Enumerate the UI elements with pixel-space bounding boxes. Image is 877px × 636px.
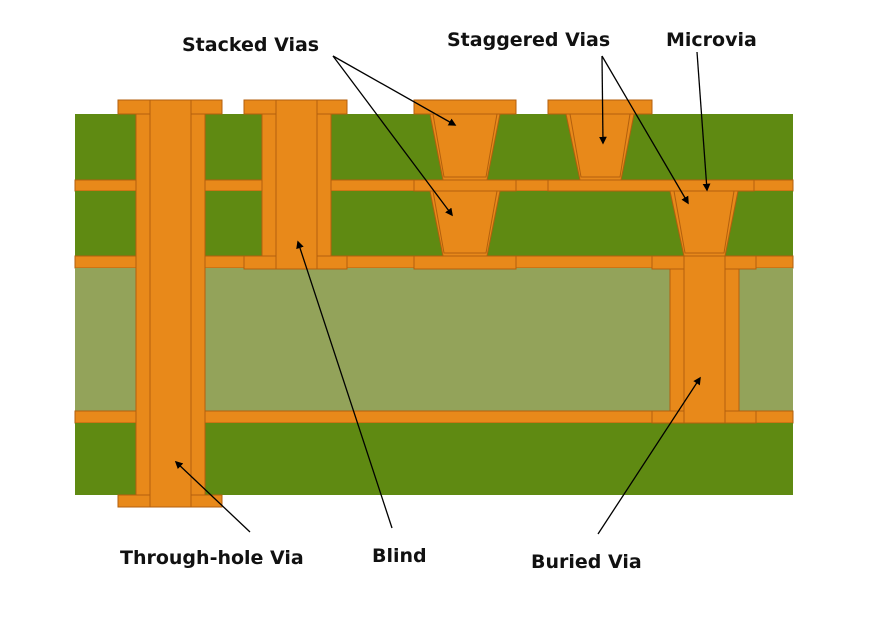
staggered-leader-lower xyxy=(601,55,689,205)
buried-left-wall xyxy=(669,268,685,412)
blind-via xyxy=(243,99,348,270)
label-through-hole-via: Through-hole Via xyxy=(120,547,304,569)
buried-via xyxy=(651,255,757,424)
stacked-leader-lower xyxy=(332,55,453,217)
through-hole-left-wall xyxy=(135,113,151,496)
stacked-leader-upper xyxy=(332,55,457,126)
stacked-bottom-pad xyxy=(413,255,517,270)
blind-right-wall xyxy=(316,113,332,257)
through-hole-barrel xyxy=(149,99,192,508)
label-staggered-vias: Staggered Vias xyxy=(447,29,610,51)
blind-leader xyxy=(296,240,393,529)
buried-via-leader xyxy=(597,376,701,535)
through-hole-right-wall xyxy=(190,113,206,496)
labels: Stacked Vias Staggered Vias Microvia Thr… xyxy=(120,29,757,573)
staggered-mid-pad xyxy=(547,179,755,192)
blind-barrel xyxy=(275,99,318,270)
label-microvia: Microvia xyxy=(666,29,757,51)
staggered-top-pad xyxy=(547,99,653,115)
microvia-cone-inner xyxy=(673,190,735,254)
staggered-upper-cone-inner xyxy=(569,113,631,178)
stacked-upper-cone-inner xyxy=(432,113,498,178)
stacked-top-pad xyxy=(413,99,517,115)
buried-barrel xyxy=(683,255,726,424)
blind-left-wall xyxy=(261,113,277,257)
through-hole-via xyxy=(117,99,223,508)
through-hole-leader xyxy=(174,460,251,533)
label-stacked-vias: Stacked Vias xyxy=(182,34,319,56)
leader-lines xyxy=(174,51,711,535)
staggered-leader-upper xyxy=(599,55,607,145)
stacked-lower-cone-inner xyxy=(432,190,498,254)
label-blind: Blind xyxy=(372,545,427,567)
microvia-leader xyxy=(696,51,711,192)
label-buried-via: Buried Via xyxy=(531,551,642,573)
stacked-vias xyxy=(413,99,517,270)
buried-right-wall xyxy=(724,268,740,412)
